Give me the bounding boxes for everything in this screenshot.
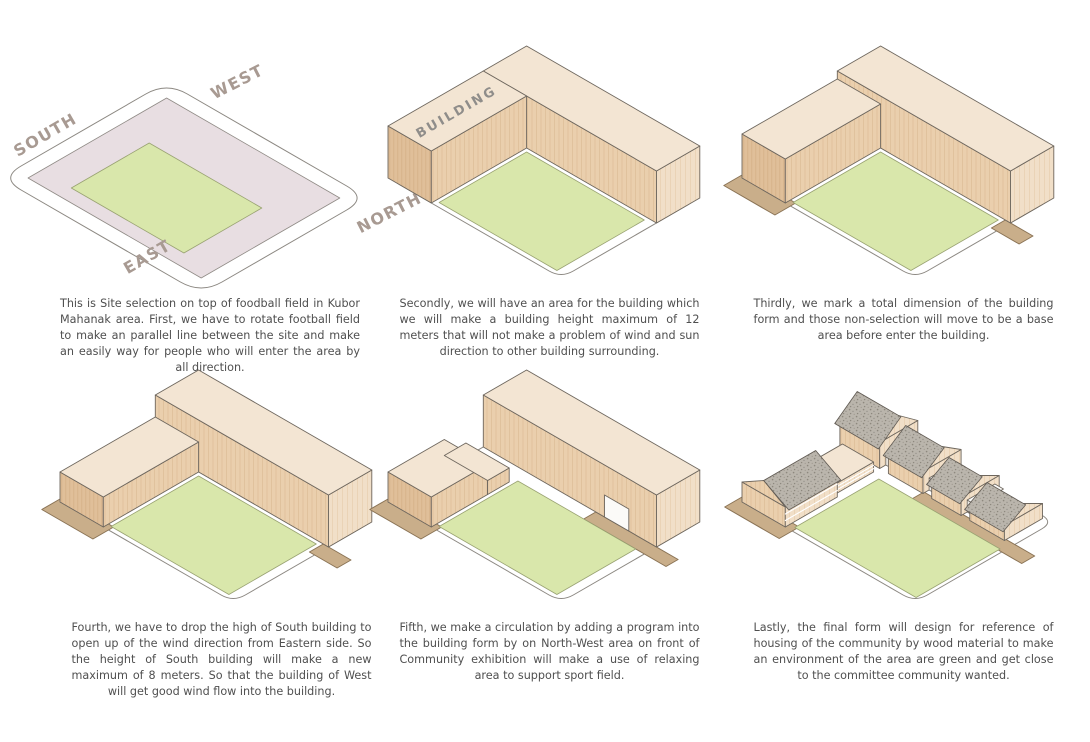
step-caption-1: This is Site selection on top of foodbal… [60,297,360,374]
south-building-step [443,442,510,495]
step-caption-5: Fifth, we make a circulation by adding a… [399,621,700,682]
football-field [792,151,999,271]
circulation-opening [604,494,630,532]
panel-step-4: Fourth, we have to drop the high of Sout… [40,352,403,700]
isometric-drawing-step-4 [41,369,373,599]
football-field [438,480,637,595]
isometric-drawing-step-3 [723,45,1055,275]
base-pad-right [308,543,352,569]
panel-step-6: Lastly, the final form will design for r… [722,352,1085,684]
football-field [110,475,317,595]
south-building [741,78,882,204]
base-pad-right [990,219,1034,245]
football-field [438,151,645,271]
west-building [154,369,373,548]
step-caption-4: Fourth, we have to drop the high of Sout… [71,621,372,698]
step-caption-3: Thirdly, we mark a total dimension of th… [753,297,1054,342]
isometric-drawing-step-6 [724,391,1049,599]
west-house-4 [964,482,1043,541]
isometric-drawing-step-5 [369,369,701,599]
south-building-lowered [59,416,200,528]
isometric-drawing-step-2: BUILDING [387,45,701,275]
football-field [70,142,263,254]
panel-step-2: BUILDING Secondly, we will have an area … [368,28,731,360]
step-caption-2: Secondly, we will have an area for the b… [399,297,700,358]
football-field [794,478,1001,598]
step-caption-6: Lastly, the final form will design for r… [753,621,1054,682]
west-building [482,369,701,548]
base-walkway [583,511,679,567]
panel-step-3: Thirdly, we mark a total dimension of th… [722,28,1085,344]
south-house [741,450,842,528]
panel-step-5: Fifth, we make a circulation by adding a… [368,352,731,684]
direction-label-west: WEST [208,60,267,103]
panel-step-1: SOUTH WEST EAST NORTH This is Site selec… [0,28,425,376]
isometric-drawing-step-1: SOUTH WEST EAST NORTH [10,60,425,289]
south-building [387,70,528,204]
